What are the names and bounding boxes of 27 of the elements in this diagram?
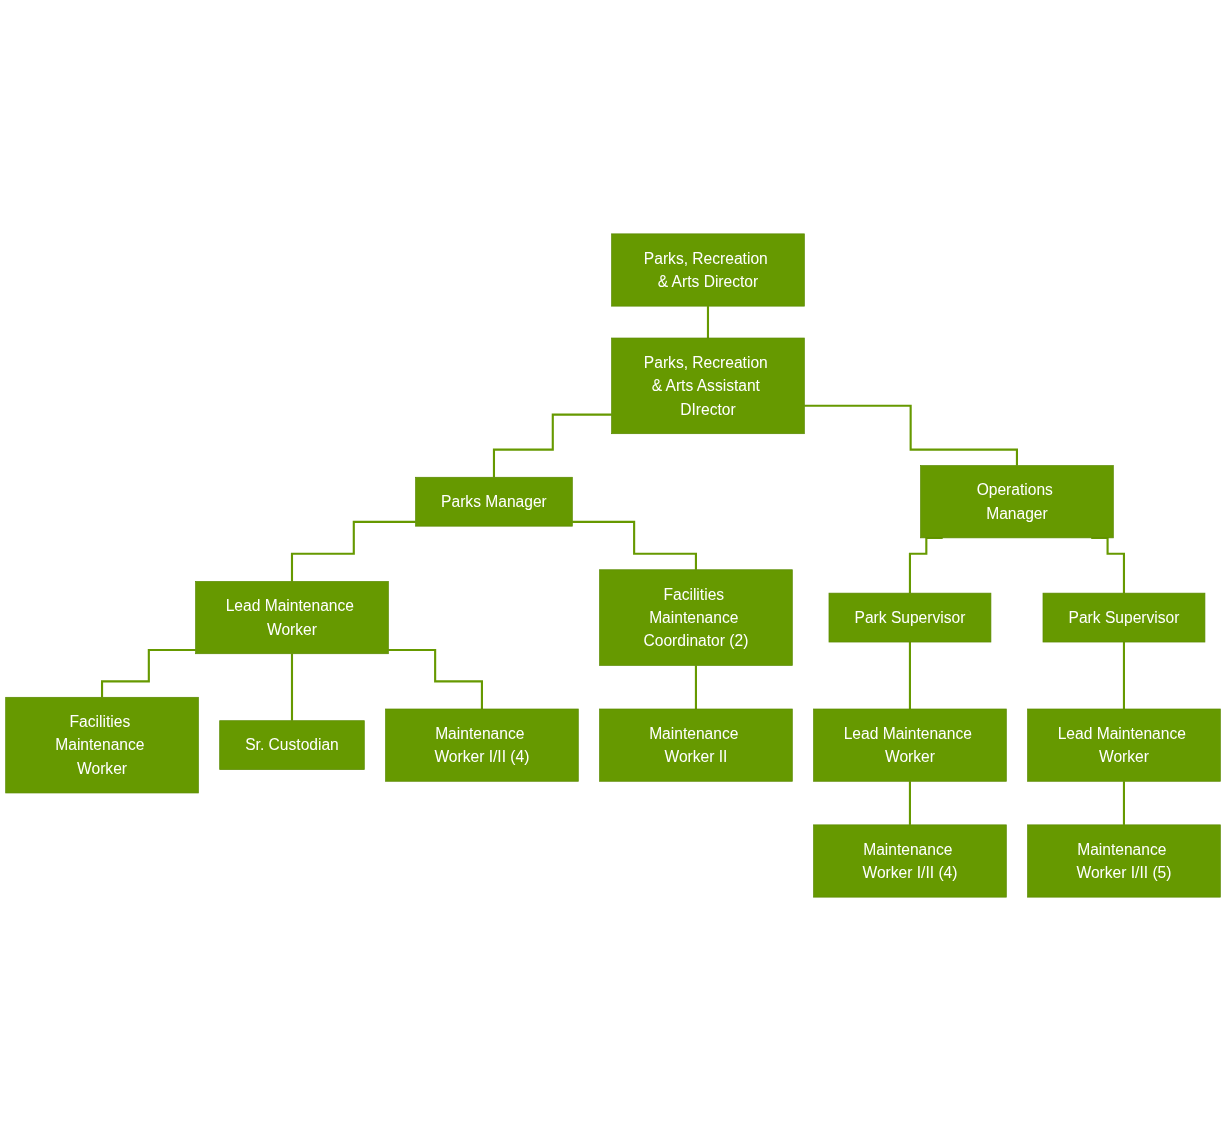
connector bbox=[492, 413, 612, 479]
node-box: Park Supervisor bbox=[1042, 592, 1206, 643]
connector bbox=[706, 305, 710, 340]
node-box: Lead Maintenance Worker bbox=[1027, 708, 1221, 782]
connector bbox=[100, 648, 196, 699]
node-box: Lead Maintenance Worker bbox=[195, 581, 389, 655]
connector bbox=[388, 648, 483, 711]
node-box: Facilities Maintenance Worker bbox=[5, 696, 199, 794]
connector bbox=[804, 404, 1018, 467]
node-box: Park Supervisor bbox=[828, 592, 992, 643]
connector bbox=[572, 520, 697, 571]
node-box: Maintenance Worker I/II (4) bbox=[813, 824, 1007, 898]
node-box: Parks Manager bbox=[415, 476, 573, 527]
node-box: Operations Manager bbox=[920, 465, 1114, 539]
node-box: Parks, Recreation & Arts Director bbox=[611, 233, 805, 307]
node-box: Maintenance Worker II bbox=[599, 708, 793, 782]
node-box: Sr. Custodian bbox=[219, 720, 365, 770]
connector bbox=[694, 664, 697, 711]
connector bbox=[1122, 780, 1126, 826]
node-box: Lead Maintenance Worker bbox=[813, 708, 1007, 782]
node-box: Parks, Recreation & Arts Assistant DIrector bbox=[611, 337, 805, 435]
node-box: Maintenance Worker I/II (4) bbox=[385, 708, 579, 782]
connector bbox=[290, 520, 416, 583]
connector bbox=[290, 652, 294, 722]
node-box: Facilities Maintenance Coordinator (2) bbox=[599, 569, 793, 666]
node-box: Maintenance Worker I/II (5) bbox=[1027, 824, 1221, 898]
connector bbox=[908, 780, 911, 826]
